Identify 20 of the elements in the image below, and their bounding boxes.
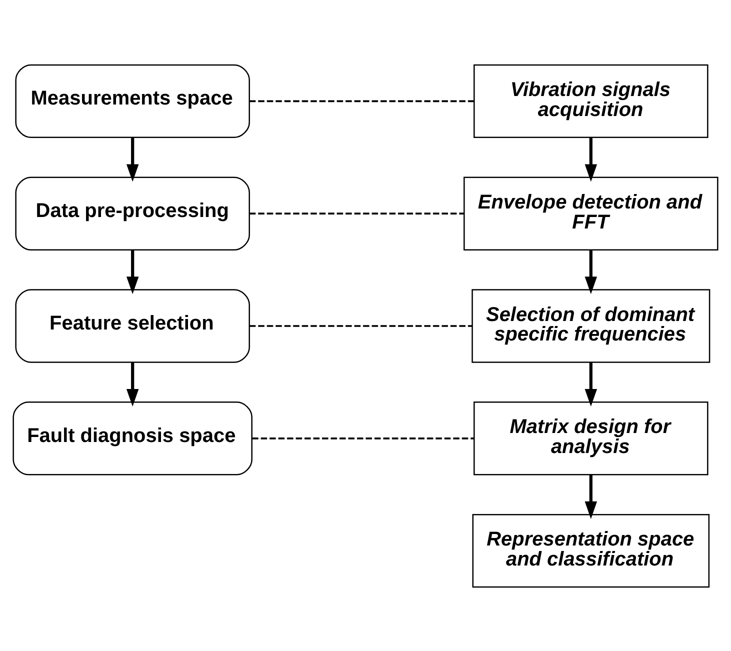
arrow (584, 474, 598, 518)
node-box: Matrix design for analysis (474, 401, 708, 475)
node-box: Envelope detection and FFT (464, 176, 718, 250)
node-box: Data pre-processing (15, 176, 250, 250)
node-box: Vibration signals acquisition (474, 64, 708, 138)
connector (249, 212, 464, 214)
node-box: Measurements space (15, 64, 250, 138)
arrow (584, 137, 598, 182)
connector (249, 324, 472, 326)
connector (249, 100, 474, 102)
node-box: Representation space and classification (472, 513, 710, 588)
arrow (126, 362, 139, 406)
node-box: Fault diagnosis space (12, 401, 252, 475)
connector (252, 436, 474, 439)
arrow (584, 362, 598, 406)
node-box: Feature selection (15, 288, 250, 362)
arrow (126, 250, 139, 294)
node-box: Selection of dominant specific frequencies (472, 288, 710, 362)
arrow (126, 137, 139, 182)
arrow (584, 250, 598, 294)
